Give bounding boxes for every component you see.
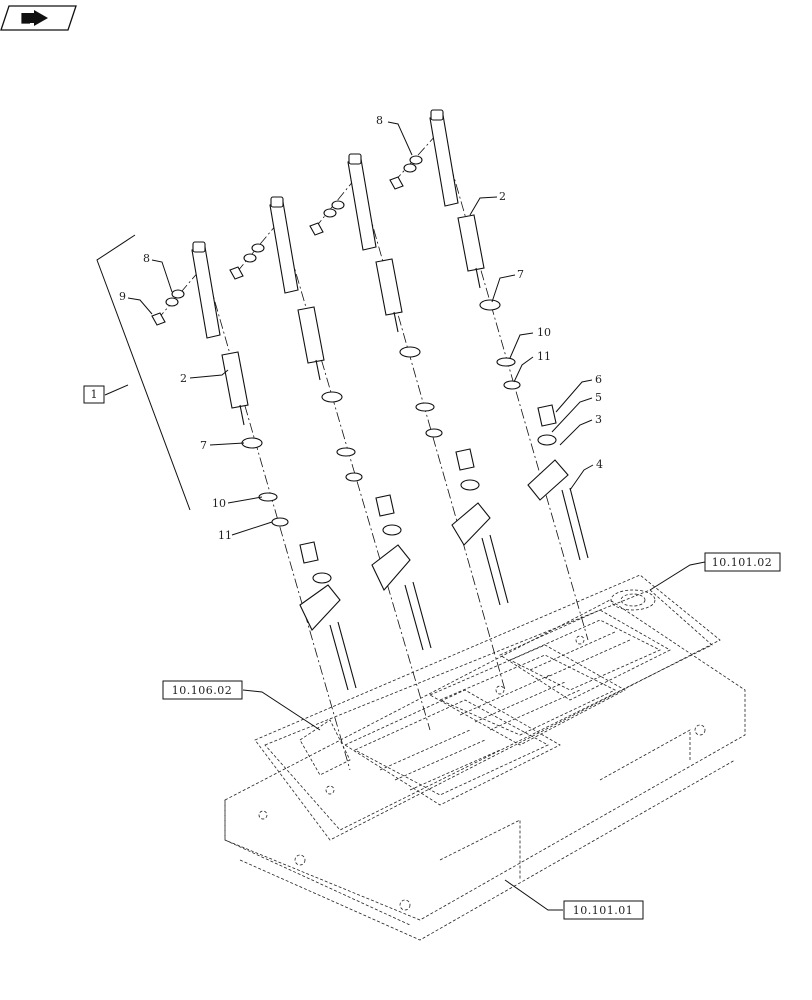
kit-label-box[interactable]: 1 xyxy=(83,385,105,404)
callout-11: 11 xyxy=(218,529,232,542)
callout-10: 10 xyxy=(537,326,551,339)
injector-stack-4[interactable] xyxy=(389,109,589,561)
callout-8: 8 xyxy=(376,114,383,127)
callout-6: 6 xyxy=(595,373,602,386)
reference-10-101-01[interactable]: 10.101.01 xyxy=(563,900,644,920)
svg-text:10.101.02: 10.101.02 xyxy=(712,556,772,569)
callout-7: 7 xyxy=(517,268,524,281)
callout-9: 9 xyxy=(119,290,126,303)
kit-bracket xyxy=(96,234,191,511)
callout-7: 7 xyxy=(200,439,207,452)
callout-10: 10 xyxy=(212,497,226,510)
injector-stack-3[interactable] xyxy=(309,153,509,606)
callout-8: 8 xyxy=(143,252,150,265)
callout-numbers: 8 9 2 7 10 11 8 2 7 10 11 6 5 3 4 xyxy=(119,114,603,542)
svg-text:10.106.02: 10.106.02 xyxy=(172,684,232,697)
leader-lines xyxy=(127,121,706,911)
callout-3: 3 xyxy=(595,413,602,426)
center-lines xyxy=(156,114,589,771)
callout-11: 11 xyxy=(537,350,551,363)
callout-5: 5 xyxy=(595,391,602,404)
cylinder-head xyxy=(224,574,746,941)
svg-text:10.101.01: 10.101.01 xyxy=(573,904,633,917)
callout-4: 4 xyxy=(596,458,603,471)
injector-stack-1[interactable] xyxy=(151,241,357,691)
reference-10-101-02[interactable]: 10.101.02 xyxy=(704,552,781,572)
kit-label: 1 xyxy=(91,388,98,401)
folder-arrow-icon[interactable] xyxy=(0,5,77,31)
injector-stack-2[interactable] xyxy=(229,196,432,651)
callout-2: 2 xyxy=(499,190,506,203)
reference-10-106-02[interactable]: 10.106.02 xyxy=(162,680,243,700)
callout-2: 2 xyxy=(180,372,187,385)
